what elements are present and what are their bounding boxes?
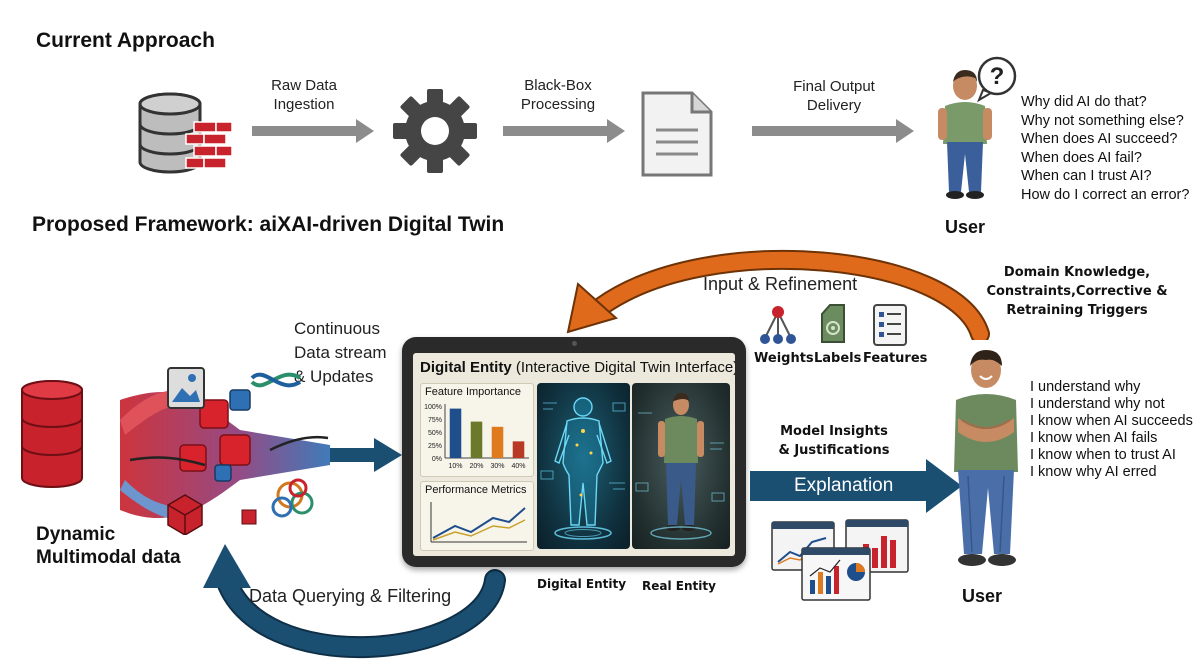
answer-item: I know why AI erred: [1030, 464, 1157, 480]
model-insights-label: Model Insights & Justifications: [766, 422, 902, 460]
x-tick-label: 30%: [490, 463, 504, 470]
x-tick-label: 40%: [511, 463, 525, 470]
answer-item: I know when AI succeeds: [1030, 413, 1193, 429]
feature-importance-chart: 100% 75% 50% 25% 0% 10% 20% 30% 40%: [424, 404, 529, 470]
param-labels-label: Labels: [814, 351, 862, 366]
proposed-framework-title: Proposed Framework: aiXAI-driven Digital…: [32, 213, 505, 236]
x-tick-label: 20%: [469, 463, 483, 470]
step-label-line: Black-Box: [524, 77, 592, 94]
data-stream-label: Continuous Data stream & Updates: [294, 317, 387, 389]
feedback-line: Domain Knowledge,: [1003, 265, 1151, 280]
data-label-line: Multimodal data: [36, 547, 181, 568]
arrow-right-icon: [752, 119, 914, 143]
weights-icon: [760, 306, 796, 344]
data-querying-label: Data Querying & Filtering: [249, 586, 452, 606]
input-refinement-label: Input & Refinement: [703, 274, 858, 294]
camera-icon: [572, 341, 577, 346]
current-user-label: User: [945, 217, 986, 237]
real-entity-panel: [632, 383, 730, 549]
answer-item: I know when AI fails: [1030, 430, 1158, 446]
performance-metrics-panel: Performance Metrics: [420, 481, 534, 551]
question-item: When does AI succeed?: [1021, 131, 1178, 147]
step-label-line: Ingestion: [273, 96, 335, 113]
step-final-output-label: Final Output Delivery: [776, 77, 892, 115]
curved-arrow-icon: [203, 544, 506, 659]
feature-importance-panel: Feature Importance 100% 75% 50% 25% 0% 10% 20…: [420, 383, 534, 477]
database-icon: [138, 92, 233, 174]
current-approach-title: Current Approach: [36, 29, 215, 52]
tablet-title-rest: (Interactive Digital Twin Interface): [515, 359, 735, 376]
feature-importance-bar: [449, 408, 462, 458]
arrow-right-icon: [503, 119, 625, 143]
gear-icon: [393, 89, 477, 173]
feedback-line: Retraining Triggers: [1006, 303, 1148, 318]
answer-item: I understand why: [1030, 379, 1141, 395]
step-black-box-label: Black-Box Processing: [510, 76, 606, 114]
y-tick-label: 50%: [428, 430, 442, 437]
explanation-arrow-icon: [750, 459, 962, 513]
step-label-line: Processing: [520, 96, 596, 113]
question-item: Why not something else?: [1021, 112, 1184, 129]
step-label-line: Delivery: [806, 97, 862, 114]
question-list: Why did AI do that? Why not something el…: [1021, 93, 1189, 204]
feature-importance-bar: [491, 426, 504, 458]
svg-text:?: ?: [990, 63, 1005, 90]
data-label-line: Dynamic: [36, 524, 116, 545]
feedback-line: Constraints,Corrective &: [986, 284, 1168, 299]
feature-importance-title: Feature Importance: [425, 386, 521, 398]
performance-metrics-title: Performance Metrics: [425, 484, 527, 496]
real-person-icon: [635, 393, 725, 540]
digital-entity-panel: [537, 383, 630, 549]
arrow-right-icon: [330, 438, 402, 472]
tablet-title-bold: Digital Entity: [420, 359, 512, 376]
hologram-body-icon: [540, 397, 626, 540]
y-tick-label: 0%: [432, 456, 442, 463]
performance-line-chart: [430, 502, 527, 543]
y-tick-label: 100%: [424, 404, 442, 411]
stream-line: & Updates: [294, 367, 374, 386]
answer-list: I understand why I understand why not I …: [1030, 379, 1193, 481]
real-entity-label: Real Entity: [642, 579, 716, 593]
feedback-label: Domain Knowledge, Constraints,Corrective…: [978, 263, 1176, 320]
tablet-screen: Digital Entity (Interactive Digital Twin…: [413, 353, 735, 556]
document-icon: [641, 91, 713, 177]
multimodal-data-label: Dynamic Multimodal data: [36, 523, 181, 569]
stream-line: Data stream: [294, 343, 387, 362]
question-item: Why did AI do that?: [1021, 94, 1147, 110]
param-features-label: Features: [863, 351, 928, 366]
step-raw-data-label: Raw Data Ingestion: [262, 76, 346, 114]
y-tick-label: 25%: [428, 443, 442, 450]
param-weights-label: Weights: [754, 351, 814, 366]
digital-entity-label: Digital Entity: [537, 577, 627, 591]
answer-item: I know when to trust AI: [1030, 447, 1176, 463]
proposed-user-label: User: [962, 586, 1003, 606]
question-item: When does AI fail?: [1021, 149, 1142, 166]
feature-importance-bar: [512, 441, 525, 458]
step-label-line: Final Output: [793, 78, 875, 95]
insights-line: & Justifications: [778, 443, 890, 458]
arrow-right-icon: [252, 119, 374, 143]
labels-icon: [821, 304, 845, 343]
insights-line: Model Insights: [780, 424, 888, 439]
confused-user-icon: ?: [938, 56, 1017, 199]
happy-user-icon: [954, 350, 1018, 566]
stream-line: Continuous: [294, 319, 381, 338]
answer-item: I understand why not: [1030, 396, 1165, 412]
y-tick-label: 75%: [428, 417, 442, 424]
question-item: When can I trust AI?: [1021, 168, 1152, 184]
digital-twin-tablet: Digital Entity (Interactive Digital Twin…: [402, 337, 746, 567]
tablet-title: Digital Entity (Interactive Digital Twin…: [420, 359, 735, 376]
curved-arrow-icon: [566, 249, 990, 340]
report-charts-icon: [771, 519, 909, 601]
multimodal-data-illustration: [21, 367, 330, 535]
features-icon: [873, 304, 907, 346]
question-item: How do I correct an error?: [1021, 186, 1190, 203]
x-tick-label: 10%: [448, 463, 462, 470]
step-label-line: Raw Data: [271, 77, 337, 94]
feature-importance-bar: [470, 421, 483, 458]
explanation-label: Explanation: [794, 475, 894, 496]
